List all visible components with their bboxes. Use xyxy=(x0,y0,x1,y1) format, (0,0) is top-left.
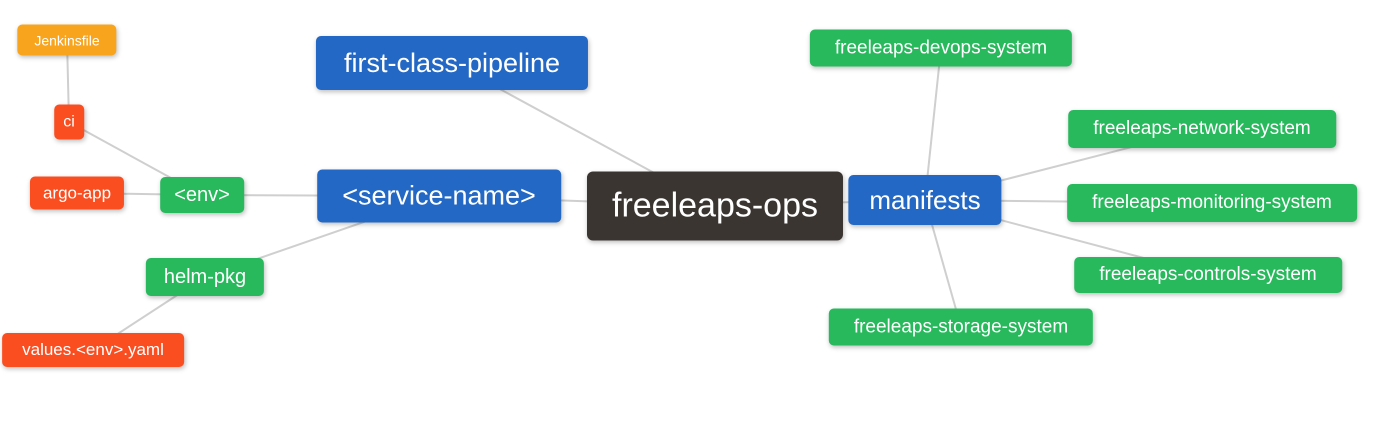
node-freeleaps-network-system[interactable]: freeleaps-network-system xyxy=(1068,110,1336,148)
node-service-name[interactable]: <service-name> xyxy=(317,169,561,223)
node-manifests[interactable]: manifests xyxy=(848,175,1002,225)
node-freeleaps-devops-system[interactable]: freeleaps-devops-system xyxy=(809,29,1073,67)
node-jenkinsfile[interactable]: Jenkinsfile xyxy=(17,24,117,56)
node-values-env-yaml[interactable]: values.<env>.yaml xyxy=(2,333,184,367)
node-first-class-pipeline[interactable]: first-class-pipeline xyxy=(315,36,589,90)
node-ci[interactable]: ci xyxy=(54,104,84,140)
node-freeleaps-storage-system[interactable]: freeleaps-storage-system xyxy=(828,308,1094,346)
node-freeleaps-controls-system[interactable]: freeleaps-controls-system xyxy=(1074,257,1342,293)
edge-manifests-devops xyxy=(924,47,942,201)
node-helm-pkg[interactable]: helm-pkg xyxy=(145,258,265,296)
node-freeleaps-monitoring-system[interactable]: freeleaps-monitoring-system xyxy=(1067,184,1357,222)
node-freeleaps-ops-root[interactable]: freeleaps-ops xyxy=(586,171,844,241)
node-env[interactable]: <env> xyxy=(160,177,244,213)
node-argo-app[interactable]: argo-app xyxy=(29,176,125,210)
